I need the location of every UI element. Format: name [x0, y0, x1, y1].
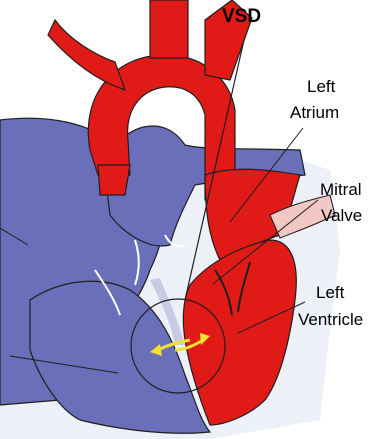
left-ventricle-label-line2: Ventricle — [298, 310, 363, 329]
aortic-branch-1 — [48, 20, 125, 90]
left-atrium-label-line2: Atrium — [290, 103, 339, 122]
left-ventricle-label-line1: Left — [316, 283, 345, 302]
descending-aorta — [98, 165, 130, 195]
vsd-label: VSD — [222, 6, 261, 27]
mitral-valve-label-line1: Mitral — [320, 180, 362, 199]
aortic-branch-2 — [150, 0, 188, 58]
left-atrium-label-line1: Left — [307, 77, 336, 96]
mitral-valve-label-line2: Valve — [321, 206, 362, 225]
